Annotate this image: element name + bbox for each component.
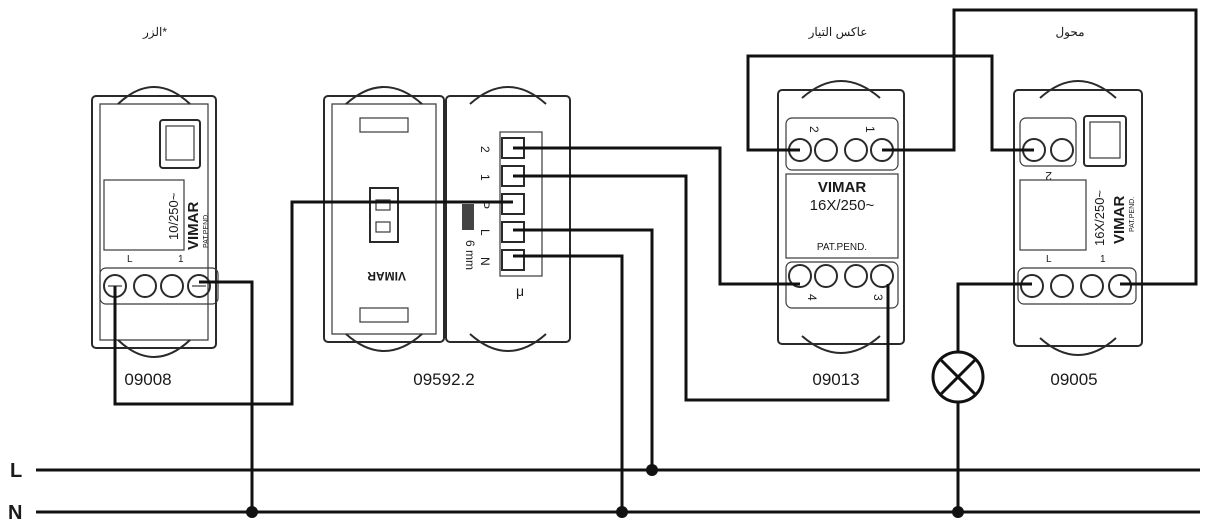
neutral-line-label: N [8, 502, 22, 524]
terminal-screw [844, 138, 868, 162]
device-09013-caption: عاكس التيار [808, 25, 868, 39]
terminal-screw [187, 274, 211, 298]
device-09592-2-code: 09592.2 [413, 370, 474, 389]
device-09013-terminal-3: 3 [871, 294, 885, 301]
device-09592-2-strip-length: 6 mm [463, 240, 477, 270]
device-09592-2-terminal-n: N [478, 257, 492, 266]
wire-pushbutton-to-relay-p [113, 200, 513, 406]
device-09005-terminal-left: L [1046, 254, 1052, 265]
device-09013: عاكس التيار 2 1 VIMAR 16X/250~ PAT.PEND.… [777, 25, 905, 389]
relay-coil [369, 187, 399, 243]
wire-relay-1-to-inverter-3 [513, 174, 890, 402]
device-09008-rocker [159, 119, 201, 169]
wire-changeover-l-to-lamp [956, 282, 1032, 352]
terminal-slot [501, 221, 525, 243]
terminal-screw [1050, 138, 1074, 162]
device-09013-code: 09013 [812, 370, 859, 389]
terminal-screw [814, 264, 838, 288]
device-09008-code: 09008 [124, 370, 171, 389]
device-09592-2-brand: VIMAR [367, 269, 406, 283]
terminal-screw [1080, 274, 1104, 298]
lamp-icon [931, 350, 985, 404]
device-09013-terminal-1: 1 [863, 126, 877, 133]
device-09013-terminal-2: 2 [807, 126, 821, 133]
device-09005-terminal-right: 1 [1100, 254, 1106, 265]
device-09008-caption: الزر* [142, 25, 167, 39]
device-09592-2-terminal-p: P [478, 201, 492, 209]
junction-dot [952, 506, 964, 518]
terminal-screw [1050, 274, 1074, 298]
wire-relay-n-to-neutral [513, 254, 624, 512]
terminal-slot [501, 249, 525, 271]
device-09008-brand: VIMAR [185, 202, 202, 251]
terminal-screw [844, 264, 868, 288]
device-09005-code: 09005 [1050, 370, 1097, 389]
junction-dot [646, 464, 658, 476]
supply-line-live: L [10, 460, 1200, 482]
terminal-screw [1020, 274, 1044, 298]
supply-line-neutral: N [8, 502, 1200, 524]
wire-relay-2-to-inverter-4 [513, 146, 800, 286]
device-09592-2-left-frame [323, 95, 445, 343]
device-09008-frame [91, 95, 217, 349]
terminal-screw [160, 274, 184, 298]
device-09005-brand: VIMAR [1111, 196, 1128, 245]
device-09592-2-right-frame [445, 95, 571, 343]
device-09005-frame [1013, 89, 1143, 347]
wire-relay-l-to-live [513, 228, 654, 470]
wire-pushbutton-to-neutral [199, 280, 254, 512]
device-09005-rocker [1083, 115, 1127, 167]
device-09008-rating: 10/250~ [166, 192, 181, 240]
device-09005-terminal-2: 2 [1045, 169, 1052, 183]
device-09008-patent: PAT.PEND. [203, 213, 210, 248]
device-09005-rating: 16X/250~ [1092, 190, 1107, 246]
terminal-screw [1108, 274, 1132, 298]
device-09005-caption: محول [1055, 25, 1084, 39]
device-09005-patent: PAT.PEND. [1129, 197, 1136, 232]
device-09005: محول 2 16X/250~ VIMAR PAT.PEND. L 1 0900… [1013, 25, 1143, 389]
terminal-screw [814, 138, 838, 162]
junction-dot [246, 506, 258, 518]
terminal-slot [501, 193, 525, 215]
wire-inverter-1-to-changeover-1 [882, 8, 1198, 286]
device-09592-2-mark: μ [516, 283, 524, 299]
device-09592-2: VIMAR 2 1 P L N 6 mm μ 09592.2 [323, 86, 571, 389]
device-09013-patent: PAT.PEND. [817, 242, 867, 253]
device-09592-2-terminal-2: 2 [478, 146, 492, 153]
device-09592-2-terminal-1: 1 [478, 174, 492, 181]
device-09008-terminal-left: L [127, 254, 133, 265]
device-09592-2-terminal-l: L [478, 229, 492, 236]
device-09013-brand: VIMAR [818, 179, 867, 196]
live-line-label: L [10, 460, 22, 482]
device-09013-rating: 16X/250~ [810, 197, 875, 214]
device-09008: الزر* 10/250~ VIMAR PAT.PEND. L 1 09008 [91, 25, 219, 389]
wire-inverter-2-to-changeover [746, 54, 1034, 152]
terminal-screw [870, 264, 894, 288]
terminal-screw [133, 274, 157, 298]
terminal-screw [788, 264, 812, 288]
device-09013-terminal-4: 4 [805, 294, 819, 301]
junction-dot [616, 506, 628, 518]
strip-gauge [462, 204, 474, 230]
device-09013-frame [777, 89, 905, 345]
device-09008-terminal-right: 1 [178, 254, 184, 265]
